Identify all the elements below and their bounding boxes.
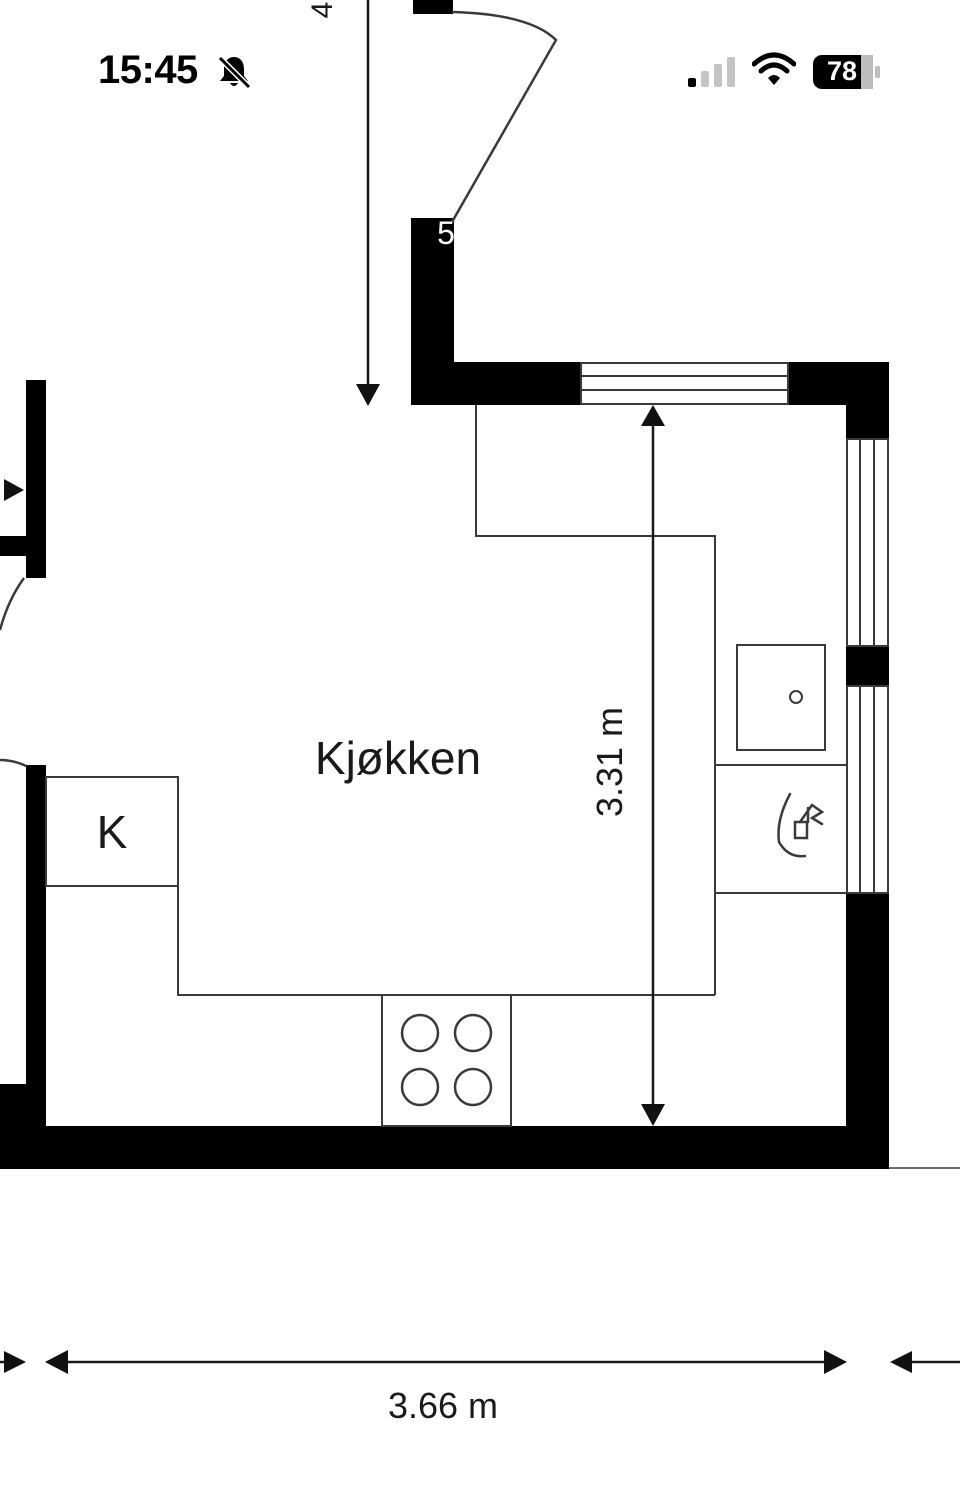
- faucet-icon: [777, 792, 825, 858]
- doors: [0, 10, 558, 768]
- door-swing-top: [450, 10, 558, 223]
- partial-label-top: 4: [306, 2, 339, 19]
- height-dimension-label: 3.31 m: [589, 707, 630, 817]
- window-right-upper: [846, 438, 889, 647]
- dimension-lines: [0, 0, 960, 1374]
- bell-slash-icon: [217, 55, 252, 90]
- counter-top: [475, 405, 716, 995]
- fridge-label: K: [97, 806, 128, 858]
- fridge: [45, 776, 179, 887]
- wall-left-lower: [26, 765, 46, 1169]
- counters: [45, 405, 846, 1127]
- window-right-lower: [846, 685, 889, 894]
- counter-bottom: [46, 885, 715, 996]
- windows: [580, 362, 889, 894]
- battery-level: 78: [826, 56, 858, 86]
- cellular-signal-icon: [688, 57, 735, 87]
- wifi-icon: [752, 52, 796, 85]
- wall-right-mid: [846, 646, 889, 686]
- wall-right-top: [846, 362, 889, 439]
- wall-left-upper: [26, 380, 46, 578]
- wall-left-corner: [0, 1084, 46, 1169]
- sink-icon: [736, 644, 826, 751]
- battery-icon: [813, 55, 880, 89]
- stove: [381, 994, 512, 1127]
- room-name: Kjøkken: [315, 732, 481, 784]
- wall-door-jamb: [411, 218, 454, 405]
- wall-bottom: [0, 1126, 889, 1169]
- width-dimension-label: 3.66 m: [388, 1385, 498, 1426]
- stove-icon: [400, 1013, 493, 1107]
- window-top: [580, 362, 789, 405]
- wall-right-bottom: [846, 893, 889, 1169]
- walls: [0, 0, 889, 1169]
- partial-label-door: 5: [437, 215, 455, 251]
- door-swing-left-lower: [0, 758, 27, 768]
- wall-left-stub: [0, 536, 46, 556]
- status-time: 15:45: [98, 48, 198, 92]
- door-swing-left: [0, 577, 26, 631]
- door-stub: [413, 0, 453, 14]
